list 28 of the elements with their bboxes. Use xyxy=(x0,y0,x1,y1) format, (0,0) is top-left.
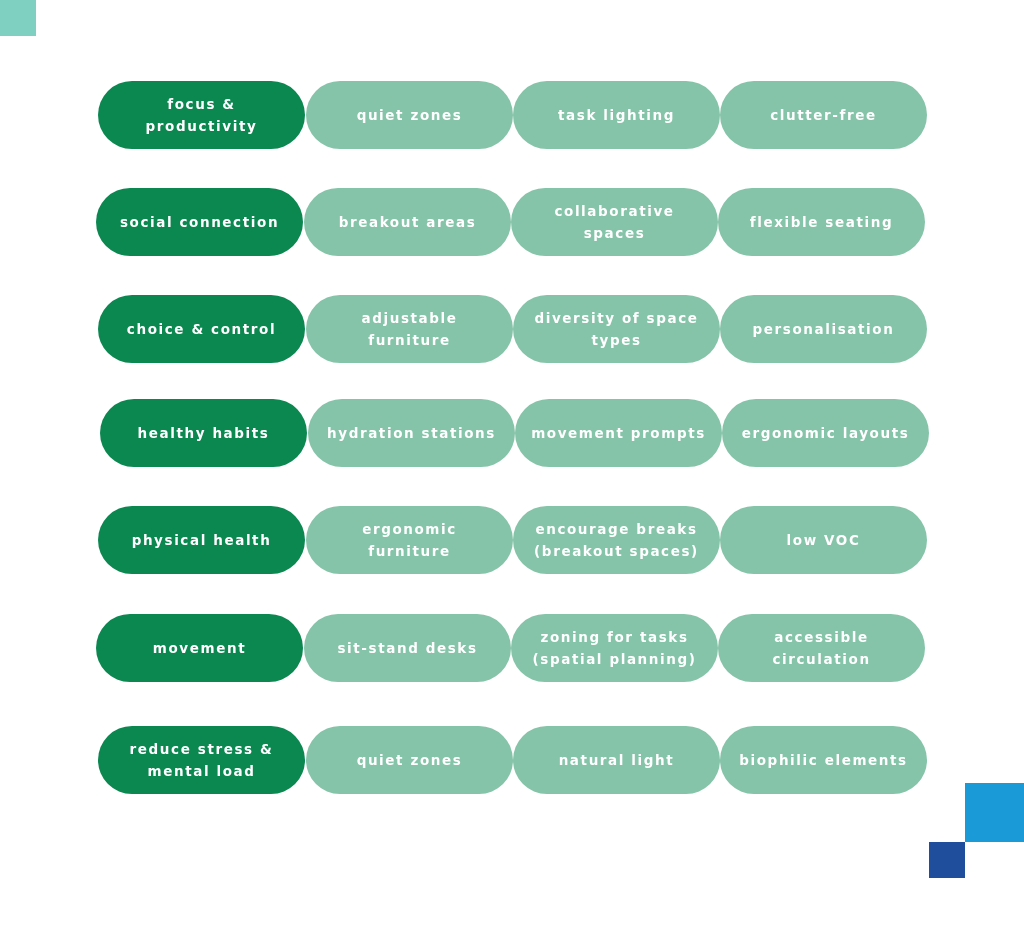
category-pill: healthy habits xyxy=(100,399,307,467)
category-pill: focus & productivity xyxy=(98,81,305,149)
feature-pill: ergonomic layouts xyxy=(722,399,929,467)
feature-pill: low VOC xyxy=(720,506,927,574)
feature-pill: biophilic elements xyxy=(720,726,927,794)
feature-pill: personalisation xyxy=(720,295,927,363)
category-pill: movement xyxy=(96,614,303,682)
feature-pill: hydration stations xyxy=(308,399,515,467)
feature-pill: natural light xyxy=(513,726,720,794)
feature-pill: quiet zones xyxy=(306,81,513,149)
feature-pill: encourage breaks (breakout spaces) xyxy=(513,506,720,574)
category-pill: choice & control xyxy=(98,295,305,363)
feature-pill: sit-stand desks xyxy=(304,614,511,682)
category-pill: reduce stress & mental load xyxy=(98,726,305,794)
feature-pill: task lighting xyxy=(513,81,720,149)
feature-pill: flexible seating xyxy=(718,188,925,256)
category-pill: social connection xyxy=(96,188,303,256)
feature-pill: movement prompts xyxy=(515,399,722,467)
feature-pill: zoning for tasks (spatial planning) xyxy=(511,614,718,682)
feature-pill: adjustable furniture xyxy=(306,295,513,363)
feature-pill: clutter-free xyxy=(720,81,927,149)
feature-pill: accessible circulation xyxy=(718,614,925,682)
feature-pill: quiet zones xyxy=(306,726,513,794)
category-pill: physical health xyxy=(98,506,305,574)
feature-pill: breakout areas xyxy=(304,188,511,256)
feature-pill: diversity of space types xyxy=(513,295,720,363)
feature-pill: collaborative spaces xyxy=(511,188,718,256)
feature-pill: ergonomic furniture xyxy=(306,506,513,574)
